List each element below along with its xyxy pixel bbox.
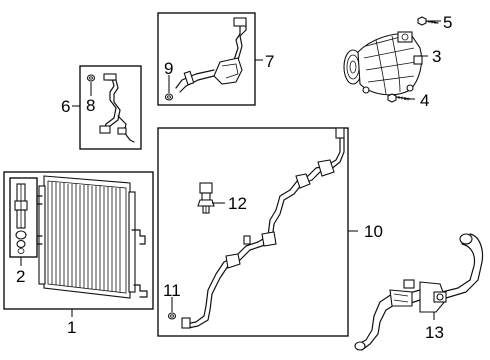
- callout-7: 7: [265, 52, 274, 71]
- callout-5: 5: [443, 13, 452, 32]
- leader-lines: [20, 20, 441, 320]
- callout-4: 4: [420, 91, 429, 110]
- suction-line-o-ring: [164, 93, 174, 101]
- callout-9: 9: [164, 59, 173, 78]
- suction-hose-assembly: [354, 233, 484, 351]
- callout-11: 11: [163, 281, 181, 300]
- compressor-mounting-bolt-upper: [417, 16, 439, 26]
- liquid-line-group-box: [79, 65, 142, 150]
- discharge-line-hose: [181, 127, 345, 329]
- callout-8: 8: [86, 96, 95, 115]
- compressor-mounting-bolt: [387, 93, 411, 103]
- discharge-line-o-ring: [167, 312, 177, 320]
- pressure-switch: [197, 182, 215, 214]
- liquid-line-hose: [99, 73, 135, 143]
- receiver-drier: [14, 183, 28, 254]
- drier-subgroup-box: [9, 177, 38, 258]
- callout-12: 12: [228, 194, 247, 213]
- suction-line-hose: [175, 17, 247, 93]
- discharge-line-group-box: [157, 127, 349, 337]
- ac-compressor: [343, 31, 423, 96]
- condenser: [36, 175, 148, 299]
- callout-6: 6: [61, 97, 70, 116]
- callout-2: 2: [16, 267, 25, 286]
- callout-13: 13: [425, 323, 444, 342]
- callout-1: 1: [67, 318, 76, 337]
- callout-3: 3: [432, 47, 441, 66]
- suction-line-group-box: [157, 12, 256, 106]
- liquid-line-o-ring: [86, 74, 96, 82]
- callout-10: 10: [364, 222, 383, 241]
- condenser-group-box: [3, 171, 154, 310]
